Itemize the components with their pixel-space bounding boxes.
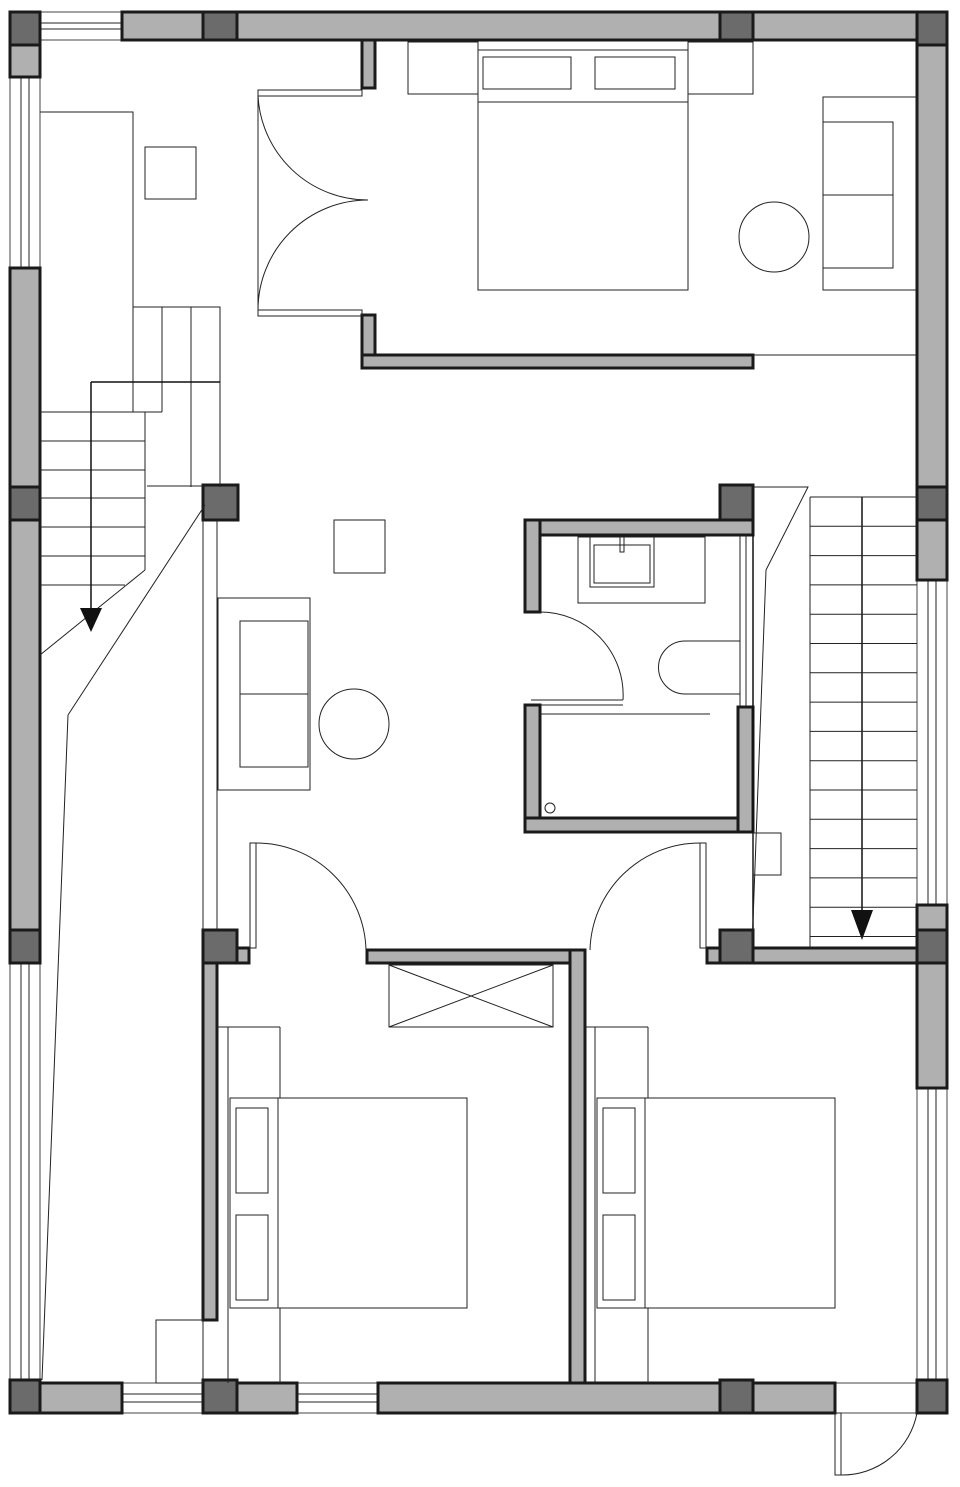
right-stair	[751, 486, 917, 949]
left-stair	[39, 111, 221, 1381]
bedroom-lower-right	[585, 842, 918, 1476]
bedroom-lower-left	[155, 842, 554, 1384]
exterior-walls	[8, 10, 949, 1415]
columns	[8, 10, 949, 1415]
living-area	[217, 519, 390, 791]
bathroom	[531, 535, 747, 814]
interior-walls	[201, 38, 919, 1385]
master-bedroom	[257, 41, 918, 356]
